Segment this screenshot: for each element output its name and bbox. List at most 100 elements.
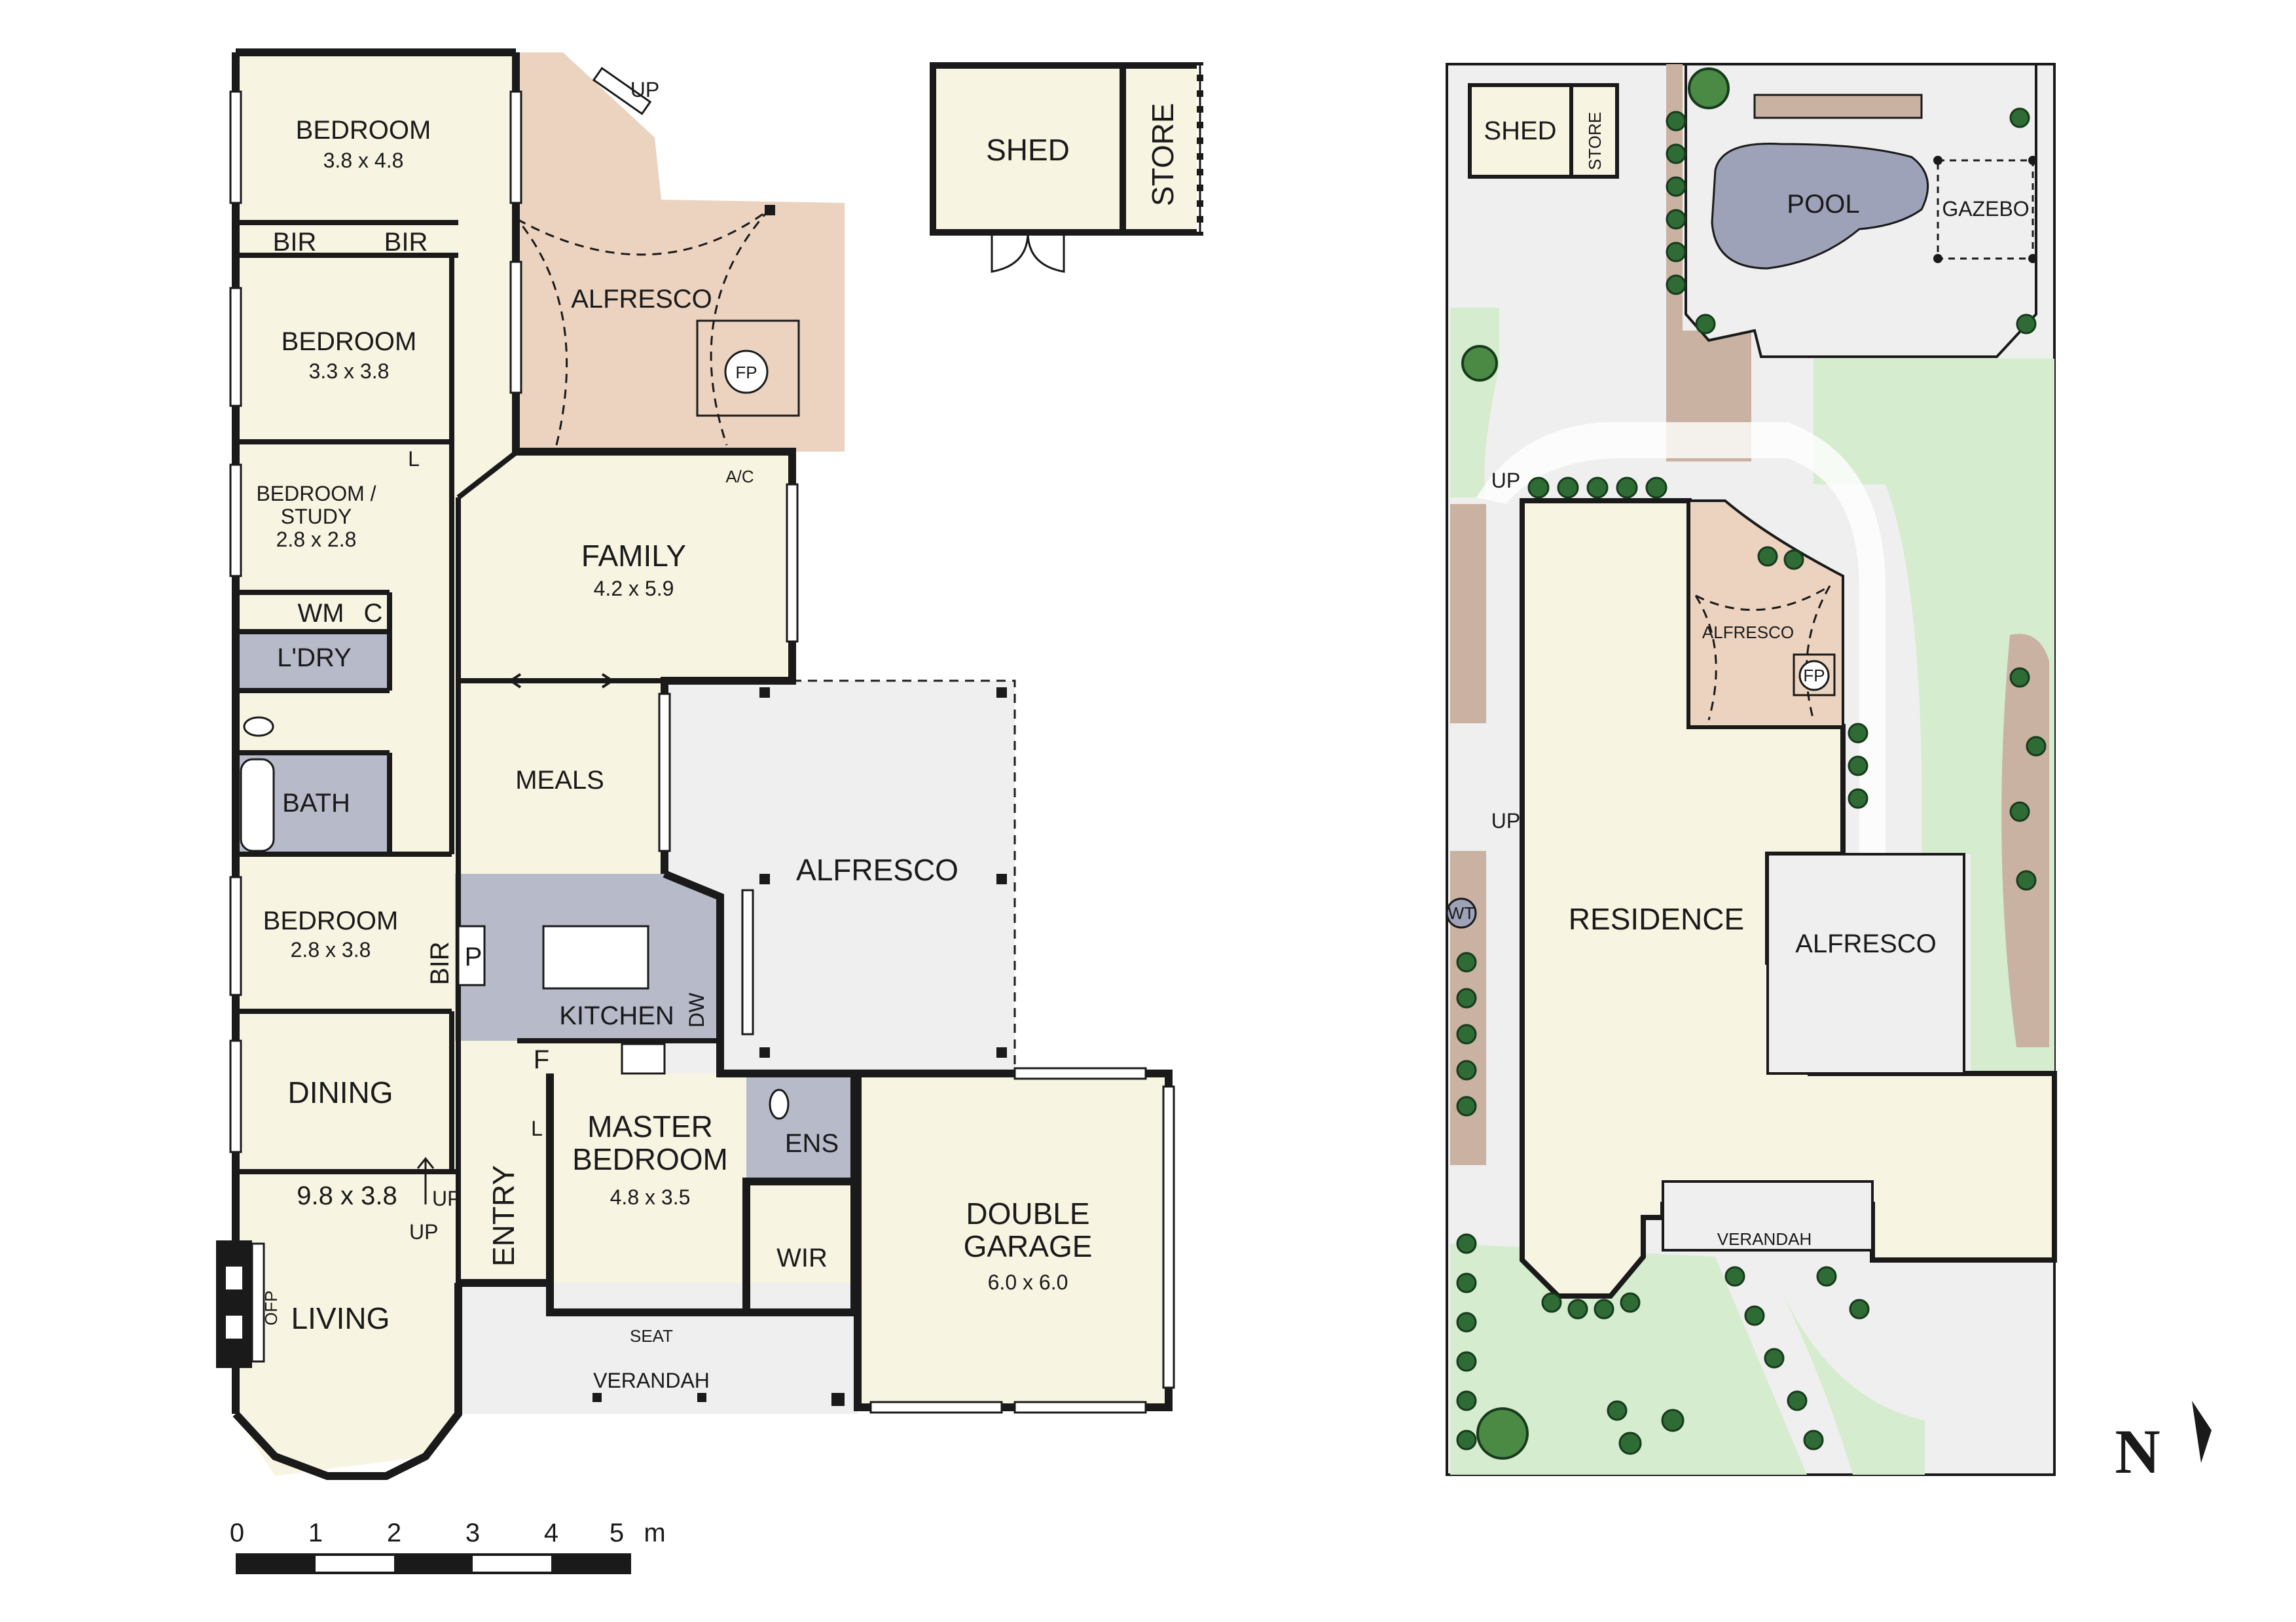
up-arrow [416, 1157, 435, 1204]
window [786, 483, 799, 643]
garden-bed [1666, 64, 1683, 346]
site-alfresco-small-label: ALFRESCO [1702, 622, 1794, 642]
laundry-label: L'DRY [277, 643, 352, 672]
up-top-label: UP [630, 78, 659, 101]
fp-label: FP [735, 363, 757, 382]
verandah-post [831, 1393, 845, 1406]
site-fp-label: FP [1803, 666, 1825, 685]
shed-box [930, 62, 1126, 236]
garage-label-1: DOUBLE [966, 1197, 1089, 1231]
alfresco-rear-arcs [516, 208, 771, 446]
ac-label: A/C [725, 467, 754, 486]
gazebo-post [2028, 156, 2037, 165]
linen1-label: L [408, 447, 420, 471]
verandah-area [458, 1283, 858, 1414]
ensuite-area [746, 1077, 854, 1181]
cooktop [621, 1043, 666, 1075]
alfresco-post [996, 687, 1007, 698]
open-fireplace-hearth [226, 1267, 242, 1289]
scale-tick-4: 4 [544, 1519, 558, 1547]
scale-tick-0: 0 [230, 1519, 244, 1547]
house-fill [236, 52, 858, 1476]
residence-footprint [1520, 498, 2057, 1299]
shrubs [1456, 107, 2047, 1455]
shed-doors [991, 232, 1065, 273]
master-label-1: MASTER [587, 1109, 713, 1144]
window [1162, 1085, 1175, 1389]
verandah-post [592, 1393, 602, 1402]
bathtub [240, 758, 275, 852]
bir1-label: BIR [273, 228, 317, 257]
bedroom2-size: 3.3 x 3.8 [309, 359, 390, 383]
pantry-label: P [465, 943, 483, 971]
scale-tick-3: 3 [465, 1519, 480, 1547]
kitchen-label: KITCHEN [559, 1001, 674, 1030]
bath-label: BATH [282, 789, 350, 818]
garage-size: 6.0 x 6.0 [988, 1271, 1068, 1294]
gazebo-label: GAZEBO [1942, 197, 2029, 221]
alfresco-post [759, 874, 770, 884]
wir-label: WIR [776, 1244, 828, 1272]
study-label-2: STUDY [281, 505, 352, 528]
window [869, 1401, 1003, 1414]
tree-icon [1461, 345, 1498, 382]
site-alfresco [1766, 853, 1965, 1075]
study-size: 2.8 x 2.8 [276, 528, 357, 551]
site-shed-label: SHED [1484, 117, 1556, 145]
bedroom3-size: 2.8 x 3.8 [291, 938, 371, 962]
dining-label: DINING [288, 1075, 393, 1109]
master-label-2: BEDROOM [572, 1142, 728, 1176]
alfresco-post [765, 205, 775, 215]
residence-label: RESIDENCE [1569, 902, 1744, 936]
scale-tick-2: 2 [387, 1519, 401, 1547]
open-fireplace-surround [251, 1242, 265, 1363]
kitchen-bench [457, 925, 486, 986]
toilet-icon [243, 716, 274, 737]
bedroom3-label: BEDROOM [263, 907, 399, 935]
scale-tick-5: 5 [610, 1519, 624, 1547]
wm-label: WM [297, 599, 344, 628]
site-shed [1468, 83, 1573, 179]
window [741, 889, 754, 1036]
alfresco-rear-area [516, 52, 845, 452]
lawn-front-east [1781, 1289, 1925, 1475]
open-fireplace-hearth [226, 1316, 242, 1339]
window [229, 287, 242, 407]
kitchen-island [542, 925, 649, 990]
scale-tick-1: 1 [308, 1519, 323, 1547]
scale-unit: m [644, 1519, 665, 1547]
verandah-post [697, 1393, 706, 1402]
site-up-1: UP [1491, 469, 1520, 492]
living-label: LIVING [291, 1301, 390, 1335]
living-size: 9.8 x 3.8 [297, 1181, 397, 1210]
site-plan: N SHED STORE POOL GAZEBO UP UP ALFRESCO … [1446, 63, 2212, 1487]
garage-label-2: GARAGE [964, 1229, 1093, 1263]
ofp-label: OFP [261, 1291, 281, 1325]
site-alfresco-label: ALFRESCO [1795, 929, 1937, 958]
store-label: STORE [1146, 103, 1180, 206]
water-tank-icon [1446, 897, 1477, 929]
meals-arrow [508, 673, 615, 689]
cupboard-label: C [364, 599, 383, 628]
alfresco-post [759, 687, 770, 698]
north-arrow-icon [2192, 1401, 2212, 1463]
fireplace-box [696, 319, 800, 417]
outer-wall-bay [232, 1283, 462, 1480]
window [229, 1039, 242, 1153]
garage-area [858, 1073, 1169, 1407]
entry-label: ENTRY [486, 1165, 520, 1267]
study-label-1: BEDROOM / [256, 482, 376, 505]
compass-label: N [2115, 1416, 2160, 1487]
alfresco-post [996, 1047, 1007, 1058]
fireplace-icon [724, 350, 769, 394]
open-fireplace [216, 1240, 252, 1368]
gazebo-post [1933, 254, 1942, 263]
up-living-2: UP [409, 1220, 438, 1244]
up-living-1: UP [432, 1187, 461, 1210]
alfresco-rear-label: ALFRESCO [571, 285, 712, 314]
window [509, 90, 522, 204]
bir2-label: BIR [384, 228, 428, 257]
seat-label: SEAT [630, 1326, 673, 1346]
site-store [1569, 83, 1619, 179]
